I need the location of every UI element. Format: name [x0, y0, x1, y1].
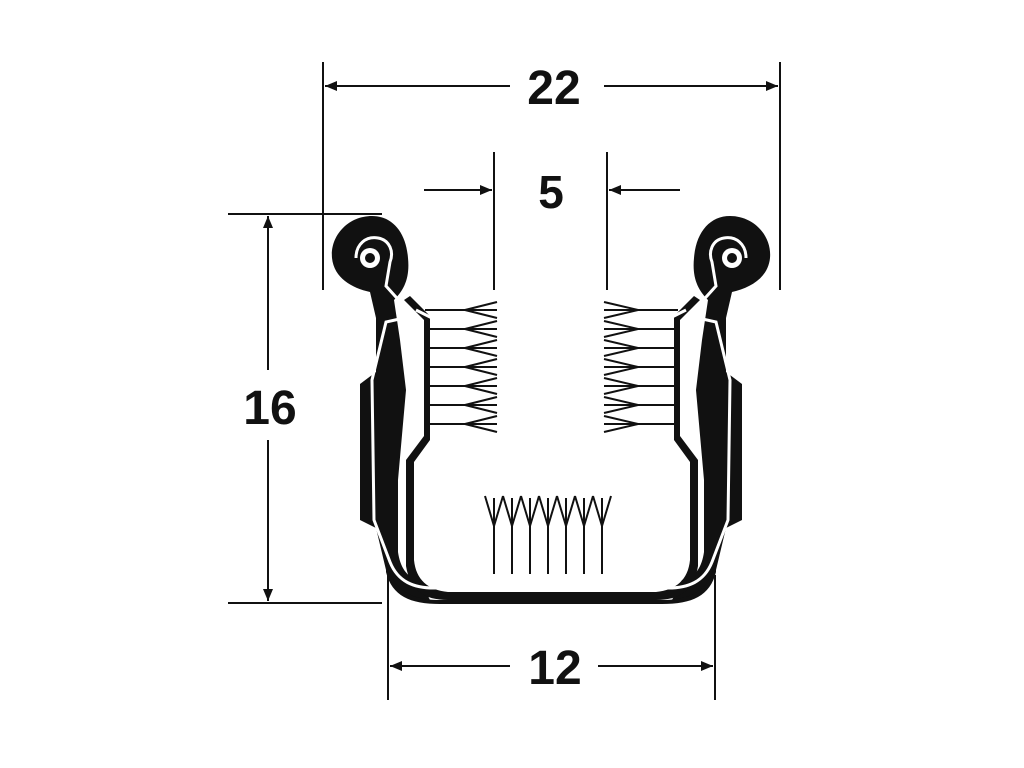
- bristle-fan: [464, 423, 498, 433]
- bristle-fan: [538, 495, 549, 527]
- bristle-fan: [464, 301, 498, 311]
- bristle-fan: [603, 301, 639, 311]
- bristle-fan: [603, 339, 639, 349]
- bristle-fan: [603, 358, 639, 368]
- profile-inner-wall: [404, 296, 700, 600]
- left-contour-line: [354, 236, 550, 590]
- bristle-fan: [603, 328, 639, 338]
- bristle-fan: [464, 358, 498, 368]
- bristle-fan: [464, 385, 498, 395]
- bristle-fan: [603, 396, 639, 406]
- bristle-fan: [464, 404, 498, 414]
- bristle-fan: [565, 495, 576, 527]
- bristle-fan: [511, 495, 522, 527]
- bristle-fan: [464, 339, 498, 349]
- left-inner-contour-line: [415, 308, 550, 580]
- bristle-fan: [601, 495, 612, 527]
- profile-left-arm: [331, 216, 430, 600]
- right-contour-line: [550, 236, 748, 590]
- bristle-fan: [603, 423, 639, 433]
- bristle-fan: [574, 495, 585, 527]
- profile-inner-lines: [354, 236, 748, 590]
- bristle-fan: [464, 309, 498, 319]
- overall-width-label: 22: [527, 62, 580, 115]
- bristle-fan: [464, 415, 498, 425]
- dimension-overall-width: [322, 62, 781, 290]
- profile-base: [386, 560, 716, 604]
- bristle-fan: [603, 404, 639, 414]
- bristle-fan: [603, 309, 639, 319]
- profile-body: [331, 216, 771, 604]
- height-label: 16: [243, 382, 296, 435]
- dimension-gap-width: [424, 152, 680, 290]
- bottom-brush-bristles: [484, 495, 612, 574]
- dimension-height: [228, 213, 382, 604]
- right-brush-bristles: [603, 301, 678, 433]
- bristle-fan: [547, 495, 558, 527]
- left-pivot-hole-core: [365, 253, 375, 263]
- profile-right-arm: [672, 216, 771, 600]
- bristle-fan: [502, 495, 513, 527]
- bristle-fan: [592, 495, 603, 527]
- bristle-fan: [583, 495, 594, 527]
- bristle-fan: [603, 377, 639, 387]
- bristle-fan: [464, 377, 498, 387]
- bristle-fan: [464, 320, 498, 330]
- gap-width-label: 5: [538, 166, 564, 218]
- bristle-fan: [603, 385, 639, 395]
- bristle-fan: [464, 328, 498, 338]
- bristle-fan: [464, 366, 498, 376]
- base-width-label: 12: [528, 642, 581, 695]
- bristle-fan: [603, 366, 639, 376]
- bristle-fan: [603, 415, 639, 425]
- right-pivot-hole-core: [727, 253, 737, 263]
- bristle-fan: [493, 495, 504, 527]
- bristle-fan: [464, 347, 498, 357]
- bristle-fan: [556, 495, 567, 527]
- bristle-fan: [484, 495, 495, 527]
- left-brush-bristles: [425, 301, 498, 433]
- bristle-fan: [464, 396, 498, 406]
- right-inner-contour-line: [550, 308, 687, 580]
- bristle-fan: [603, 347, 639, 357]
- bristle-fan: [520, 495, 531, 527]
- dimension-base-width: [387, 575, 716, 700]
- bristle-fan: [603, 320, 639, 330]
- bristle-fan: [529, 495, 540, 527]
